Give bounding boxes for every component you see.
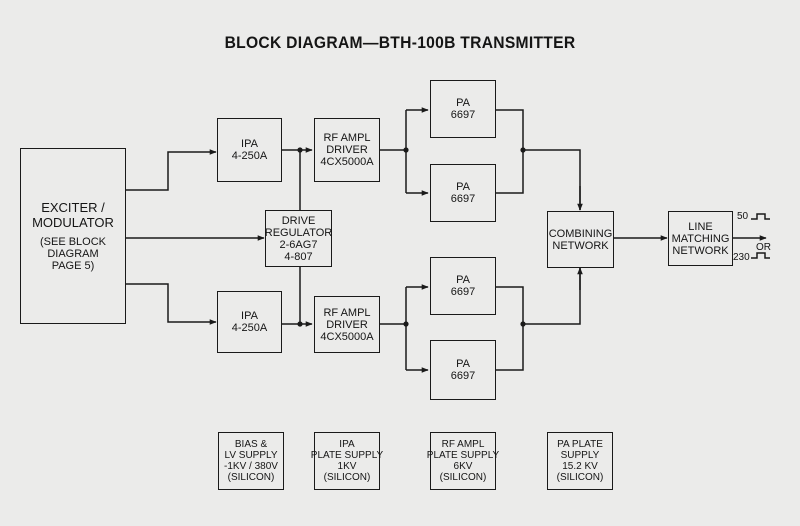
rf-driver-top-block: RF AMPL DRIVER 4CX5000A [314, 118, 380, 182]
wire-rf-driver-top-split [380, 110, 407, 193]
wire-exciter-to-ipa-bottom [126, 283, 217, 325]
ipa-bottom-block: IPA 4-250A [217, 291, 282, 353]
diagram-title: BLOCK DIAGRAM—BTH-100B TRANSMITTER [224, 33, 576, 52]
pa-4-name: PA [456, 358, 470, 370]
ipa-top-name: IPA [241, 138, 258, 150]
pa-1-name: PA [456, 97, 470, 109]
drive-regulator-block: DRIVE REGULATOR 2-6AG7 4-807 [265, 210, 332, 267]
rf-driver-bottom-line-2: DRIVER [326, 318, 368, 331]
ipa-plate-line-4: (SILICON) [323, 472, 371, 483]
bias-supply-line-4: (SILICON) [227, 472, 275, 483]
rf-plate-supply-block: RF AMPL PLATE SUPPLY 6KV (SILICON) [426, 432, 500, 490]
junction-dot [297, 321, 303, 327]
output-terminal-230 [751, 252, 770, 259]
exciter-line-3: (SEE BLOCK [39, 236, 107, 248]
wire-rf-driver-bottom-split [380, 287, 407, 370]
line-matching-line-2: MATCHING [671, 232, 730, 245]
line-matching-line-3: NETWORK [672, 244, 729, 257]
exciter-line-2: MODULATOR [32, 215, 114, 230]
pa-plate-supply-block: PA PLATE SUPPLY 15.2 KV (SILICON) [547, 432, 613, 490]
rf-plate-line-4: (SILICON) [439, 472, 487, 483]
wire-exciter-to-ipa-top [126, 149, 217, 191]
junction-dot [297, 147, 303, 153]
ipa-top-tube: 4-250A [231, 150, 268, 162]
output-230-label: 230 [733, 252, 750, 263]
combining-line-1: COMBINING [548, 227, 613, 240]
rf-driver-bottom-line-1: RF AMPL [323, 306, 371, 319]
output-terminal-50 [751, 213, 770, 220]
pa-2-tube: 6697 [450, 193, 476, 205]
ipa-bottom-tube: 4-250A [231, 322, 268, 334]
rf-driver-bottom-line-3: 4CX5000A [320, 330, 374, 343]
rf-plate-line-3: 6KV [453, 461, 473, 472]
exciter-line-5: PAGE 5) [51, 260, 95, 272]
ipa-bottom-name: IPA [241, 310, 258, 322]
line-matching-network-block: LINE MATCHING NETWORK [668, 211, 733, 266]
pa-plate-line-4: (SILICON) [556, 472, 604, 483]
rf-driver-top-line-1: RF AMPL [323, 132, 371, 144]
junction-dot [520, 147, 526, 153]
drive-regulator-line-4: 4-807 [284, 250, 313, 263]
pa-plate-line-2: SUPPLY [560, 450, 600, 461]
bias-lv-supply-block: BIAS & LV SUPPLY -1KV / 380V (SILICON) [218, 432, 284, 490]
pa-1-tube: 6697 [450, 109, 476, 121]
pa-4-tube: 6697 [450, 370, 476, 382]
output-50-label: 50 [737, 211, 749, 222]
pa-2-name: PA [456, 181, 470, 193]
pa-3-tube: 6697 [450, 286, 476, 298]
output-or-label: OR [756, 242, 771, 253]
drive-regulator-line-2: REGULATOR [264, 226, 333, 239]
pa-3-block: PA 6697 [430, 257, 496, 315]
drive-regulator-line-1: DRIVE [281, 214, 316, 227]
exciter-line-1: EXCITER / [41, 200, 105, 215]
ipa-plate-line-1: IPA [339, 439, 355, 450]
pa-plate-line-1: PA PLATE [557, 439, 603, 450]
drive-regulator-line-3: 2-6AG7 [279, 238, 318, 251]
ipa-plate-line-2: PLATE SUPPLY [310, 450, 384, 461]
ipa-plate-line-3: 1KV [337, 461, 357, 472]
pa-1-block: PA 6697 [430, 80, 496, 138]
rf-plate-line-1: RF AMPL [441, 439, 485, 450]
rf-plate-line-2: PLATE SUPPLY [426, 450, 500, 461]
rf-driver-bottom-block: RF AMPL DRIVER 4CX5000A [314, 296, 380, 353]
bias-supply-line-2: LV SUPPLY [224, 450, 278, 461]
bias-supply-line-1: BIAS & [234, 439, 268, 450]
line-matching-line-1: LINE [688, 220, 713, 233]
pa-4-block: PA 6697 [430, 340, 496, 400]
wire-pa-bottom-pair-join [496, 268, 581, 371]
junction-dot [403, 147, 409, 153]
combining-network-block: COMBINING NETWORK [547, 211, 614, 268]
junction-dot [403, 321, 409, 327]
pa-2-block: PA 6697 [430, 164, 496, 222]
ipa-top-block: IPA 4-250A [217, 118, 282, 182]
rf-driver-top-line-3: 4CX5000A [320, 156, 374, 168]
junction-dot [520, 321, 526, 327]
rf-driver-top-line-2: DRIVER [326, 144, 368, 156]
exciter-line-4: DIAGRAM [47, 248, 99, 260]
pa-plate-line-3: 15.2 KV [562, 461, 598, 472]
combining-line-2: NETWORK [552, 239, 609, 252]
wire-pa-top-pair-join [496, 109, 581, 210]
exciter-modulator-block: EXCITER / MODULATOR (SEE BLOCK DIAGRAM P… [20, 148, 126, 324]
ipa-plate-supply-block: IPA PLATE SUPPLY 1KV (SILICON) [310, 432, 384, 490]
bias-supply-line-3: -1KV / 380V [224, 461, 278, 472]
pa-3-name: PA [456, 274, 470, 286]
